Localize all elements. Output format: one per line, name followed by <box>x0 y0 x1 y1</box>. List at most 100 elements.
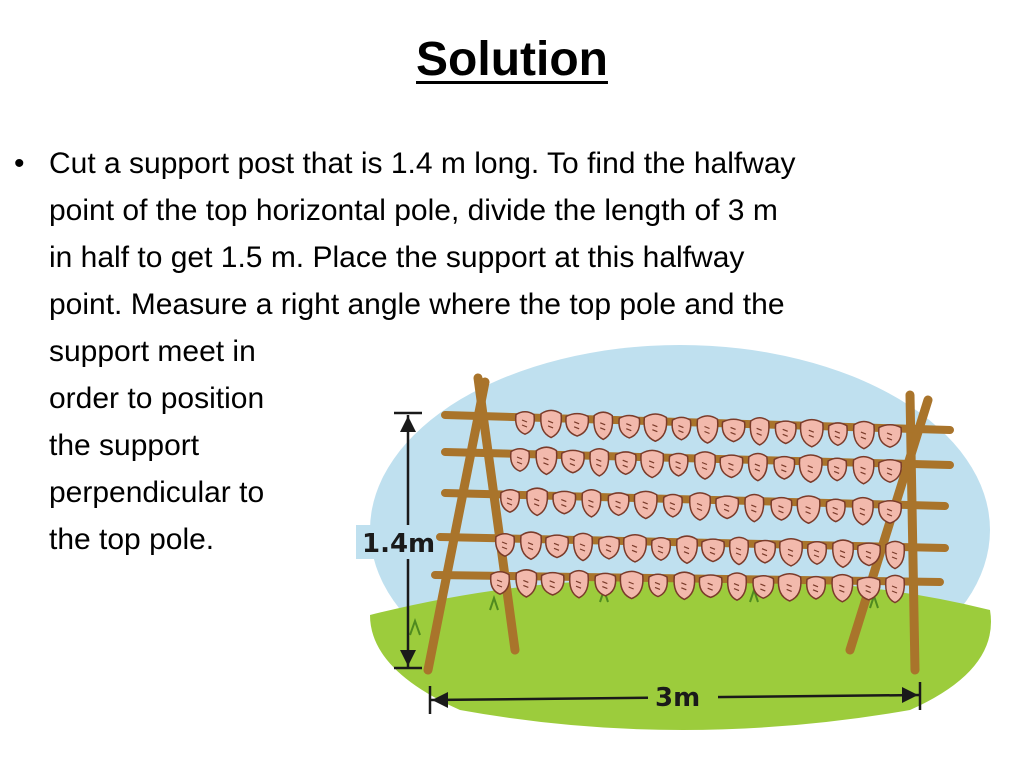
fish-piece-body <box>643 413 668 443</box>
fish-piece-body <box>753 539 777 564</box>
fish-piece <box>728 536 750 566</box>
fish-piece-body <box>856 542 882 567</box>
fish-piece <box>698 574 723 599</box>
fish-piece-body <box>489 571 511 596</box>
fish-piece-marks <box>523 579 529 588</box>
fish-piece-marks <box>778 505 784 514</box>
fish-piece <box>799 418 824 448</box>
fish-piece-marks <box>669 502 676 511</box>
fish-piece-marks <box>501 541 508 550</box>
bullet-text-line: the top pole. <box>49 523 215 556</box>
fish-piece-body <box>825 498 846 523</box>
fish-piece-body <box>673 571 696 601</box>
fish-piece-marks <box>631 544 638 553</box>
fish-piece <box>798 454 823 484</box>
fish-piece-body <box>633 490 658 520</box>
fish-piece-body <box>589 448 610 477</box>
fish-piece-marks <box>891 585 898 594</box>
fish-piece-marks <box>733 583 740 592</box>
fish-piece-body <box>700 538 726 563</box>
fish-piece-body <box>698 574 723 599</box>
fish-piece <box>515 569 538 598</box>
fish-piece <box>884 574 906 604</box>
fish-piece-marks <box>865 585 871 594</box>
height-label: 1.4m <box>362 529 435 559</box>
fish-piece-marks <box>681 582 687 591</box>
fish-piece <box>535 446 558 476</box>
fish-piece-marks <box>648 460 655 469</box>
bullet-text-line: point of the top horizontal pole, divide… <box>49 194 778 227</box>
fish-piece-marks <box>805 506 811 515</box>
fish-piece-marks <box>675 461 681 470</box>
fish-piece-marks <box>839 550 846 559</box>
fish-piece <box>805 575 827 600</box>
fish-piece <box>494 533 516 558</box>
fish-piece-marks <box>516 456 523 465</box>
fish-piece-body <box>614 451 637 476</box>
bullet-text-line: support meet in <box>49 335 256 368</box>
fish-piece-marks <box>657 545 664 554</box>
fish-piece <box>721 418 746 443</box>
fish-piece-body <box>619 570 644 600</box>
fish-piece-body <box>796 495 821 525</box>
fish-piece-body <box>560 449 585 474</box>
fish-piece-marks <box>859 507 866 516</box>
fish-piece <box>774 420 797 445</box>
fish-piece-body <box>540 571 565 596</box>
fish-piece-body <box>856 576 881 601</box>
fish-piece <box>499 489 521 514</box>
fish-piece-body <box>851 496 874 526</box>
fish-piece-marks <box>701 461 708 471</box>
fish-piece <box>633 490 658 520</box>
fish-piece-body <box>526 487 549 517</box>
fish-piece-body <box>696 415 719 444</box>
fish-piece <box>619 570 644 600</box>
fish-piece-body <box>744 493 765 523</box>
fish-piece <box>715 495 740 520</box>
fish-piece <box>827 422 848 447</box>
fish-piece-body <box>799 418 824 448</box>
width-arrow-left <box>432 692 448 708</box>
fish-piece-marks <box>683 546 690 555</box>
fish-piece <box>572 532 594 562</box>
fish-piece-marks <box>599 422 606 431</box>
fish-piece-body <box>688 492 712 521</box>
fish-piece <box>856 542 882 567</box>
fish-piece-marks <box>596 458 602 467</box>
fish-piece-marks <box>886 467 893 476</box>
fish-piece-marks <box>833 465 840 474</box>
grass-ground <box>370 579 991 730</box>
fish-piece-marks <box>787 548 794 557</box>
fish-piece-body <box>777 573 802 602</box>
fish-piece-marks <box>573 421 580 430</box>
fish-piece <box>726 572 748 602</box>
fish-piece <box>618 414 641 439</box>
slide-title: Solution <box>416 33 608 86</box>
fish-piece-marks <box>728 462 734 471</box>
fish-piece-marks <box>886 508 893 517</box>
fish-piece-body <box>726 572 748 602</box>
fish-piece <box>719 454 744 479</box>
left-post-b <box>473 373 520 655</box>
fish-piece <box>526 487 549 517</box>
fish-piece <box>884 540 906 570</box>
fish-piece-body <box>774 420 797 445</box>
bullet-text-line: order to position <box>49 382 265 415</box>
fish-piece-body <box>509 448 531 473</box>
fish-piece <box>597 535 621 560</box>
fish-piece <box>877 500 903 524</box>
fish-piece <box>696 415 719 444</box>
fish-piece-marks <box>652 424 658 433</box>
height-arrow-up <box>400 416 416 432</box>
fish-piece-body <box>884 540 906 570</box>
fish-piece <box>607 492 630 517</box>
fish-piece-marks <box>723 503 730 512</box>
fish-piece <box>852 455 875 485</box>
fish-piece-marks <box>832 506 838 515</box>
fish-piece-marks <box>579 543 586 552</box>
fish-piece-marks <box>521 419 528 428</box>
fish-piece <box>568 569 590 599</box>
fish-piece-marks <box>730 426 736 435</box>
fish-piece-body <box>581 489 602 518</box>
